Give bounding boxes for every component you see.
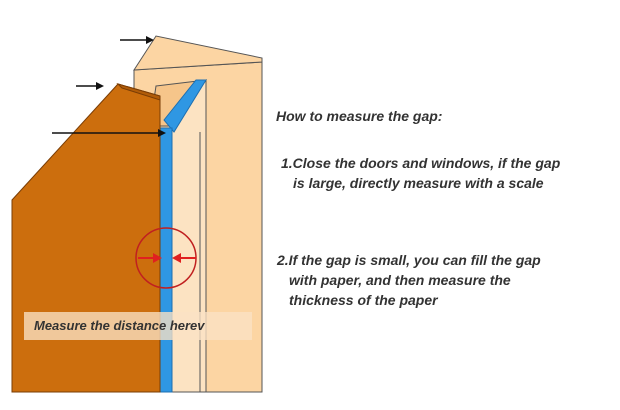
step-1-line-1: 1.Close the doors and windows, if the ga… (281, 155, 561, 171)
instructions-heading: How to measure the gap: (276, 108, 443, 124)
pointer-arrowhead (146, 36, 154, 44)
measure-arrowhead-right (172, 253, 181, 263)
step-1-line-2: is large, directly measure with a scale (293, 175, 544, 191)
diagram-caption: Measure the distance herev (24, 312, 252, 340)
door-edge (116, 82, 161, 101)
pointer-arrowhead (96, 82, 104, 90)
measure-arrowhead-left (153, 253, 162, 263)
pointer-arrowhead (158, 129, 166, 137)
step-2-line-1: 2.If the gap is small, you can fill the … (277, 252, 541, 268)
step-2-line-3: thickness of the paper (289, 292, 438, 308)
step-2-line-2: with paper, and then measure the (289, 272, 511, 288)
